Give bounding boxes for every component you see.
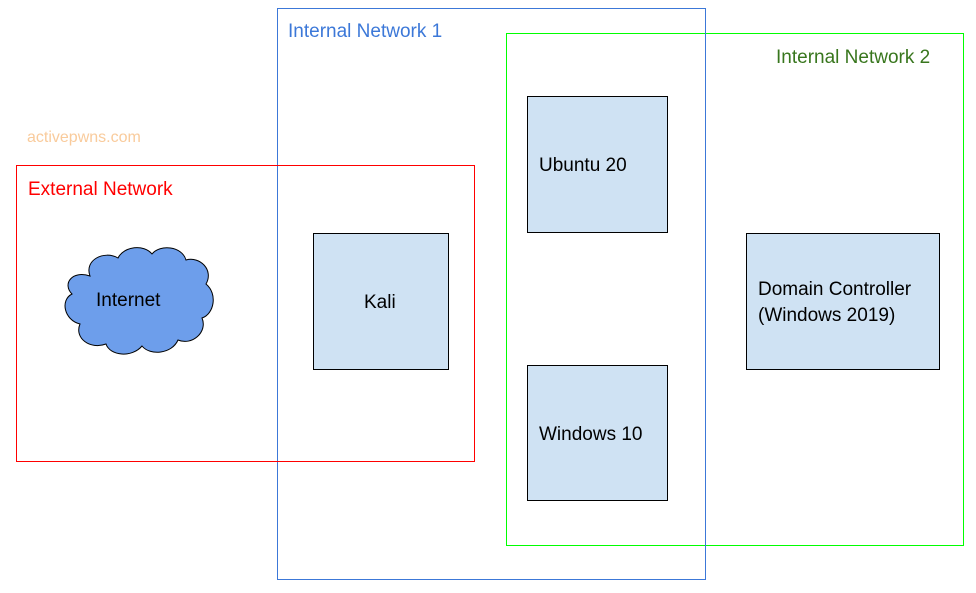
watermark-text: activepwns.com — [27, 129, 141, 146]
internal-network-1-zone — [277, 8, 706, 580]
windows10-label: Windows 10 — [539, 424, 643, 445]
cloud-icon — [64, 247, 214, 355]
external-network-zone — [16, 165, 475, 462]
ubuntu-label: Ubuntu 20 — [539, 155, 627, 176]
kali-label: Kali — [364, 292, 396, 313]
external-network-label: External Network — [28, 179, 173, 200]
ubuntu-node: Ubuntu 20 — [527, 96, 668, 233]
internet-label: Internet — [96, 290, 161, 311]
domain-controller-node: Domain Controller (Windows 2019) — [746, 233, 940, 370]
windows10-node: Windows 10 — [527, 365, 668, 501]
kali-node: Kali — [313, 233, 449, 370]
internal-network-2-label: Internal Network 2 — [776, 47, 931, 68]
domain-controller-label: Domain Controller (Windows 2019) — [758, 279, 912, 326]
internal-network-1-label: Internal Network 1 — [288, 21, 443, 42]
internal-network-2-zone — [506, 33, 964, 546]
